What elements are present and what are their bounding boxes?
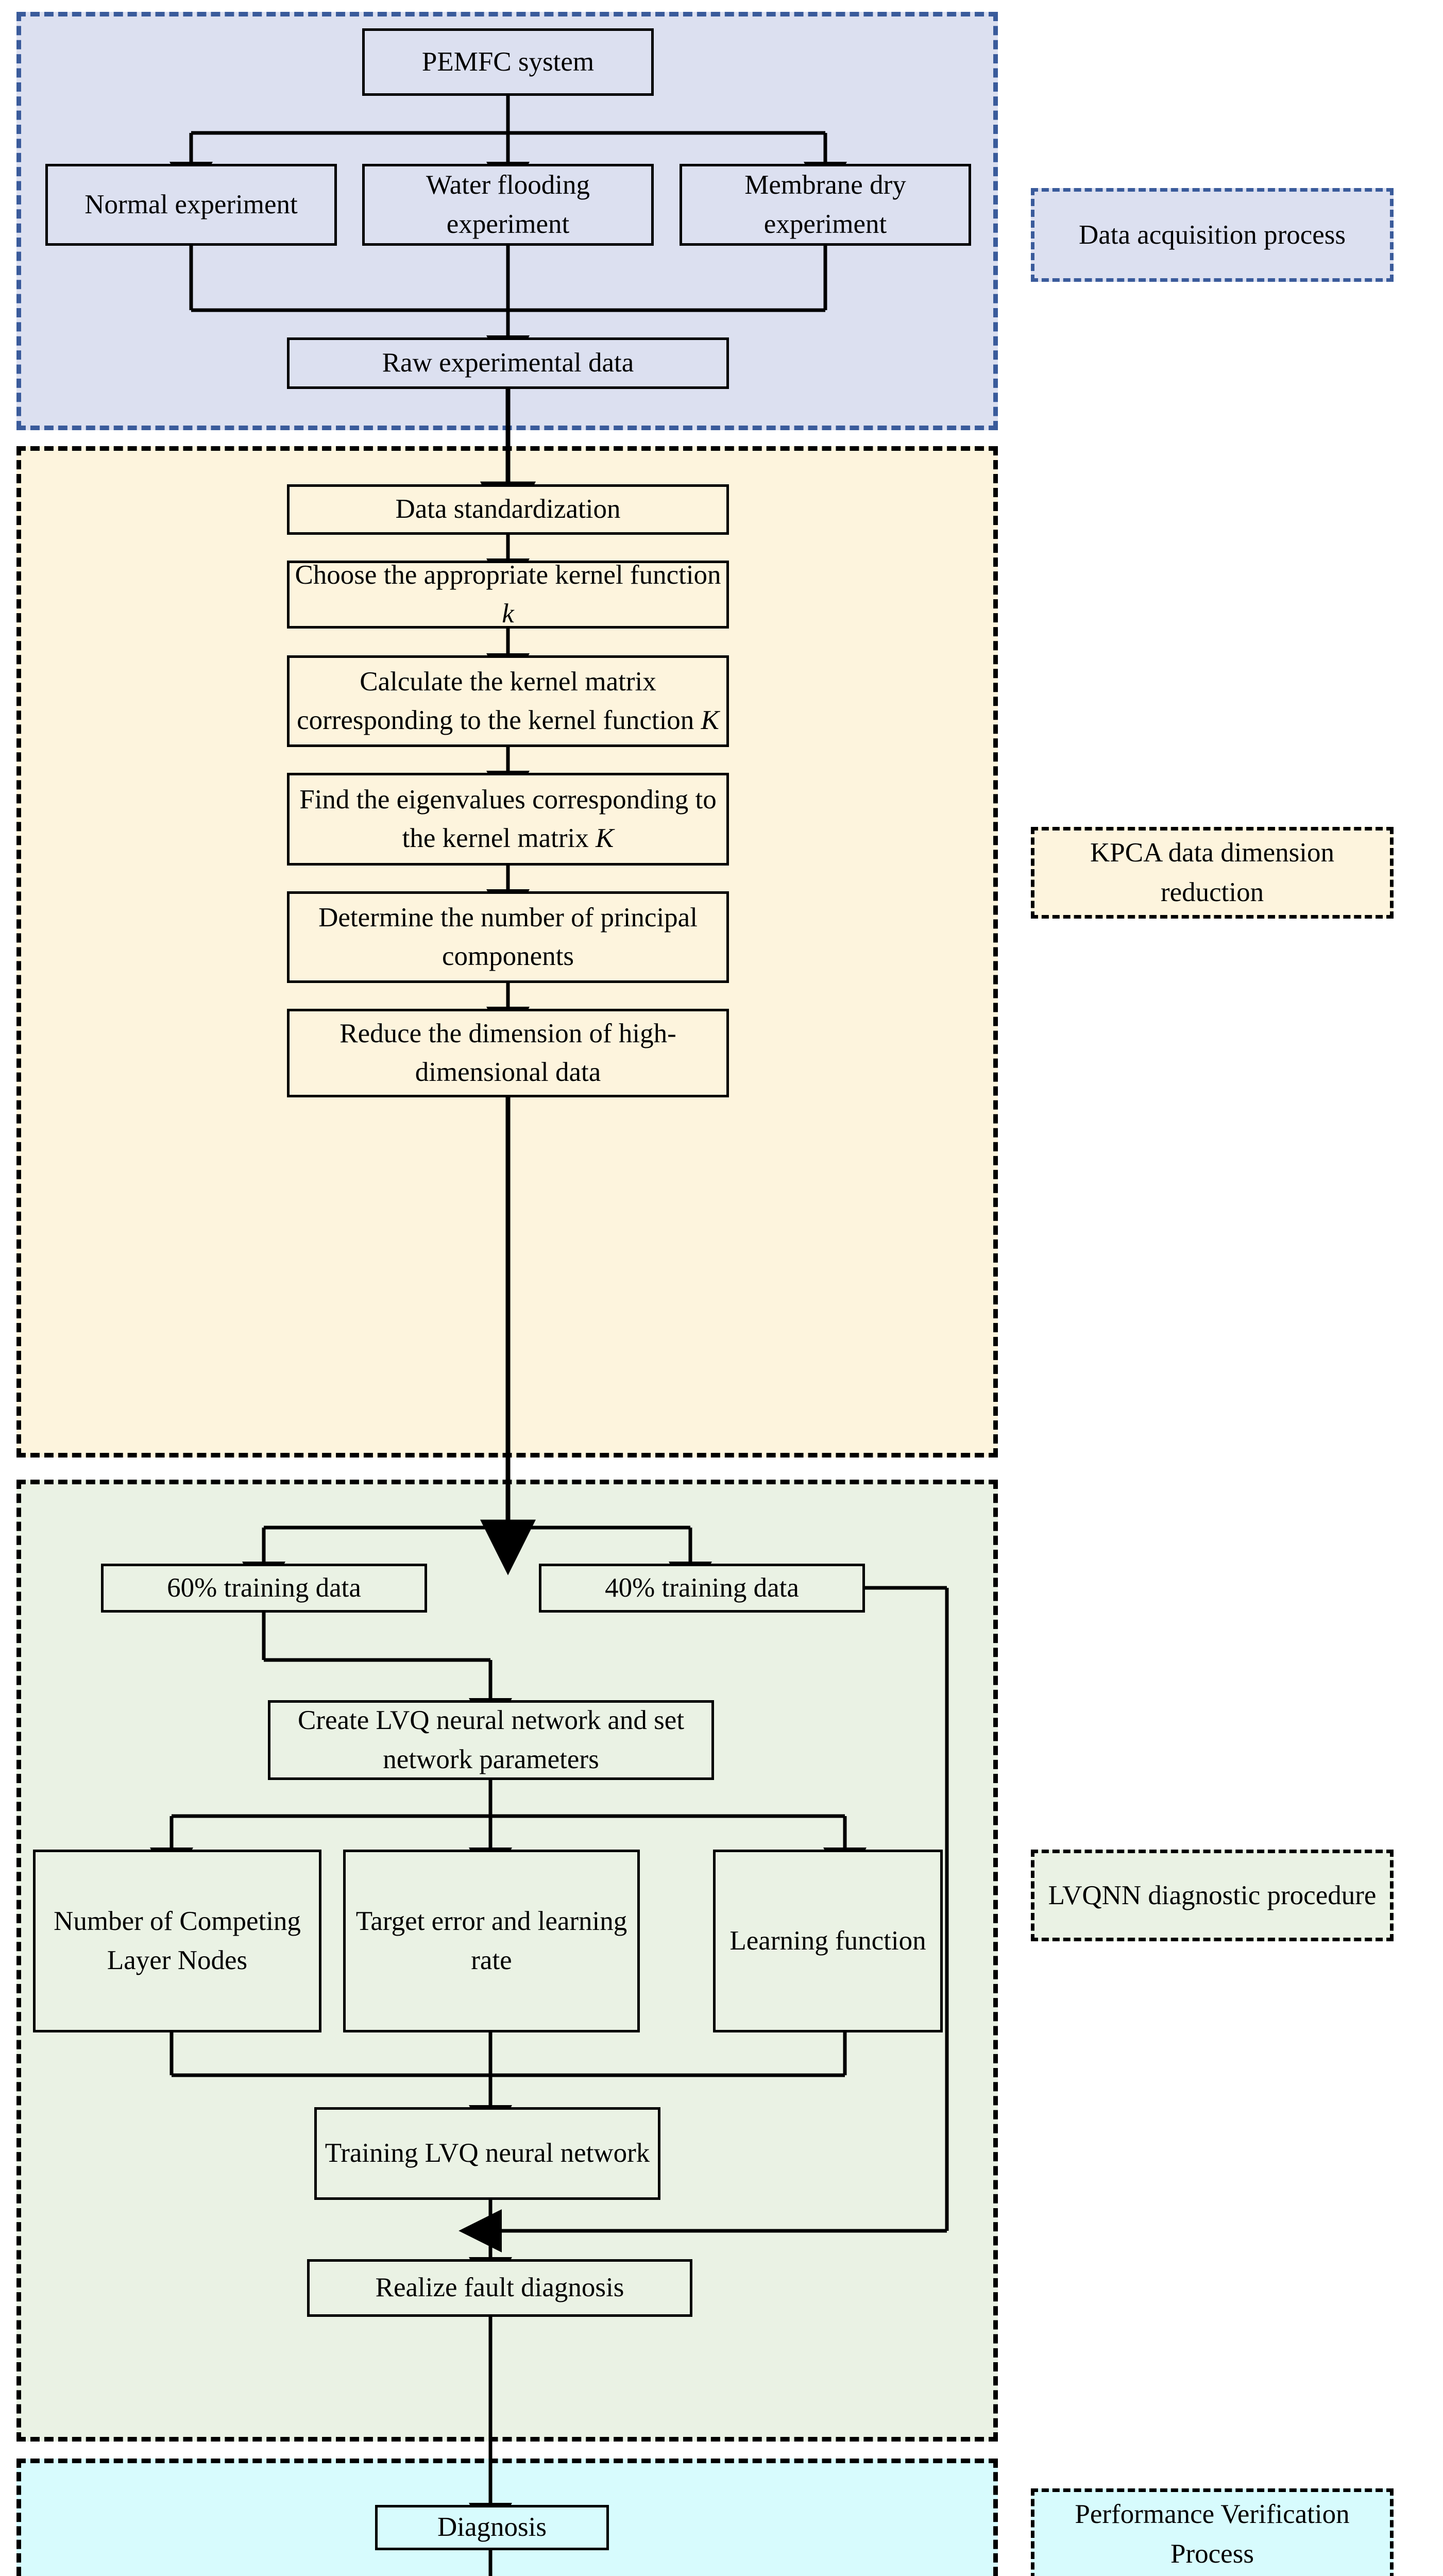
legend-performance: Performance Verification Process — [1031, 2488, 1394, 2576]
node-training-data-60[interactable]: 60% training data — [101, 1564, 427, 1613]
node-data-standardization[interactable]: Data standardization — [287, 484, 729, 535]
node-label: Diagnosis — [437, 2512, 547, 2543]
node-label: Water flooding experiment — [426, 170, 590, 239]
node-target-error-learning-rate[interactable]: Target error and learning rate — [343, 1850, 640, 2032]
node-label: Learning function — [729, 1925, 926, 1956]
node-label: Raw experimental data — [382, 348, 634, 378]
node-membrane-dry-experiment[interactable]: Membrane dry experiment — [680, 164, 971, 246]
node-label: 40% training data — [605, 1572, 799, 1603]
node-reduce-dimension[interactable]: Reduce the dimension of high-dimensional… — [287, 1009, 729, 1097]
legend-label: KPCA data dimension reduction — [1090, 838, 1335, 907]
legend-label: Performance Verification Process — [1075, 2499, 1350, 2569]
node-label: Calculate the kernel matrix correspondin… — [297, 666, 719, 735]
node-normal-experiment[interactable]: Normal experiment — [45, 164, 337, 246]
node-label: Choose the appropriate kernel function k — [295, 560, 721, 629]
node-label: Realize fault diagnosis — [375, 2273, 624, 2303]
node-find-eigenvalues[interactable]: Find the eigenvalues corresponding to th… — [287, 773, 729, 866]
node-realize-fault-diagnosis[interactable]: Realize fault diagnosis — [307, 2259, 692, 2317]
node-pemfc-system[interactable]: PEMFC system — [362, 28, 654, 96]
node-label: Normal experiment — [84, 189, 298, 219]
node-diagnosis[interactable]: Diagnosis — [375, 2505, 609, 2550]
node-label: Data standardization — [395, 494, 621, 524]
node-choose-kernel-function[interactable]: Choose the appropriate kernel function k — [287, 560, 729, 629]
node-training-lvq-network[interactable]: Training LVQ neural network — [314, 2107, 660, 2200]
node-label: Create LVQ neural network and set networ… — [297, 1705, 685, 1774]
node-label: Target error and learning rate — [355, 1906, 627, 1975]
node-training-data-40[interactable]: 40% training data — [539, 1564, 865, 1613]
node-label: Training LVQ neural network — [325, 2138, 650, 2168]
legend-data-acquisition: Data acquisition process — [1031, 188, 1394, 282]
legend-lvqnn: LVQNN diagnostic procedure — [1031, 1850, 1394, 1941]
node-water-flooding-experiment[interactable]: Water flooding experiment — [362, 164, 654, 246]
node-calculate-kernel-matrix[interactable]: Calculate the kernel matrix correspondin… — [287, 655, 729, 747]
node-label: Find the eigenvalues corresponding to th… — [299, 784, 717, 853]
node-learning-function[interactable]: Learning function — [713, 1850, 943, 2032]
node-label: PEMFC system — [421, 46, 595, 77]
legend-kpca: KPCA data dimension reduction — [1031, 827, 1394, 919]
node-label: 60% training data — [167, 1572, 361, 1603]
node-competing-layer-nodes[interactable]: Number of Competing Layer Nodes — [33, 1850, 321, 2032]
node-raw-experimental-data[interactable]: Raw experimental data — [287, 337, 729, 389]
node-label: Number of Competing Layer Nodes — [54, 1906, 301, 1975]
legend-label: LVQNN diagnostic procedure — [1048, 1880, 1377, 1910]
node-label: Determine the number of principal compon… — [318, 902, 698, 971]
node-label: Reduce the dimension of high-dimensional… — [339, 1018, 676, 1087]
node-label: Membrane dry experiment — [744, 170, 906, 239]
node-determine-principal-components[interactable]: Determine the number of principal compon… — [287, 891, 729, 983]
node-create-lvq-network[interactable]: Create LVQ neural network and set networ… — [268, 1700, 714, 1780]
legend-label: Data acquisition process — [1078, 219, 1346, 250]
